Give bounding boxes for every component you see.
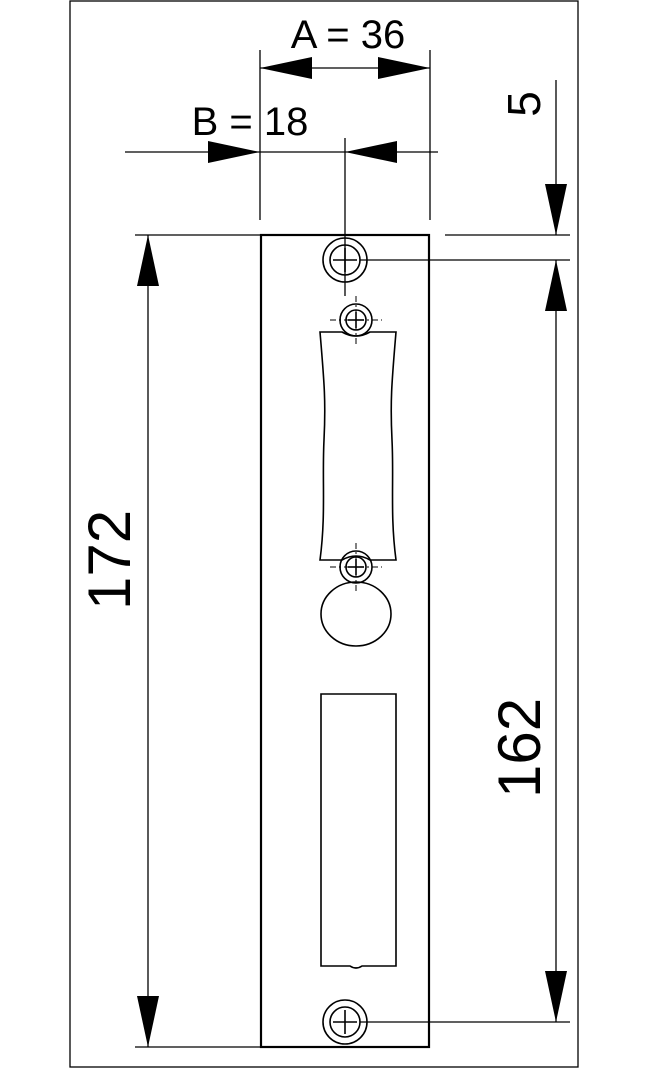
dimension-b: B = 18 [125, 100, 438, 296]
dimension-overall-height-label: 172 [76, 510, 143, 610]
upper-adjust-screw [330, 296, 382, 346]
oval-hole [320, 581, 392, 647]
strike-plate-outline [259, 233, 431, 1049]
bolt-opening [320, 693, 397, 969]
bottom-screw-hole [322, 999, 368, 1045]
dimension-a: A = 36 [259, 13, 431, 220]
latch-opening [319, 331, 397, 561]
lower-adjust-screw [330, 543, 382, 593]
drawing-frame [69, 0, 579, 1068]
dimension-hole-spacing-label: 162 [486, 698, 553, 798]
dimension-b-label: B = 18 [192, 100, 309, 144]
dimension-a-label: A = 36 [291, 13, 406, 57]
dimension-overall-height: 172 [76, 234, 262, 1048]
dimension-hole-spacing: 162 [360, 260, 570, 1023]
dimension-top-offset: 5 [360, 80, 570, 261]
top-screw-hole [322, 237, 368, 283]
dimension-top-offset-label: 5 [498, 91, 550, 117]
